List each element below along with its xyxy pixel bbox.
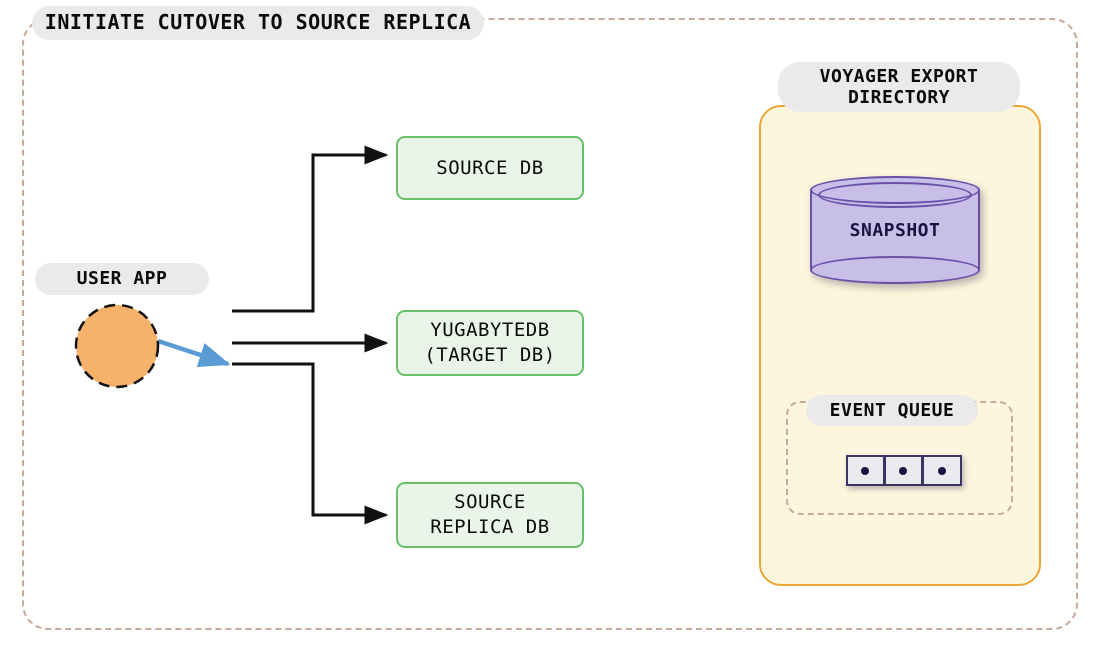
- user-app-node[interactable]: [70, 299, 165, 394]
- user-app-label: USER APP: [35, 263, 209, 295]
- event-dot-icon: [899, 466, 908, 475]
- voyager-export-directory-label: VOYAGER EXPORT DIRECTORY: [778, 62, 1020, 112]
- cylinder-bottom-ellipse: [810, 256, 980, 284]
- queue-cell[interactable]: [884, 455, 924, 486]
- event-dot-icon: [937, 466, 946, 475]
- queue-cell[interactable]: [846, 455, 885, 486]
- queue-cell[interactable]: [923, 455, 962, 486]
- event-queue-cells[interactable]: [846, 455, 962, 486]
- event-dot-icon: [861, 466, 870, 475]
- node-source-db[interactable]: SOURCE DB: [396, 136, 584, 200]
- outer-frame: [22, 18, 1078, 630]
- user-app-circle[interactable]: [74, 303, 160, 389]
- event-queue-label: EVENT QUEUE: [806, 395, 978, 426]
- node-source-replica-db[interactable]: SOURCE REPLICA DB: [396, 482, 584, 548]
- page-title: INITIATE CUTOVER TO SOURCE REPLICA: [32, 6, 484, 40]
- snapshot-label: SNAPSHOT: [849, 219, 941, 241]
- snapshot-cylinder[interactable]: SNAPSHOT: [810, 176, 980, 284]
- cylinder-inner-ellipse: [818, 182, 972, 208]
- node-target-db[interactable]: YUGABYTEDB (TARGET DB): [396, 310, 584, 376]
